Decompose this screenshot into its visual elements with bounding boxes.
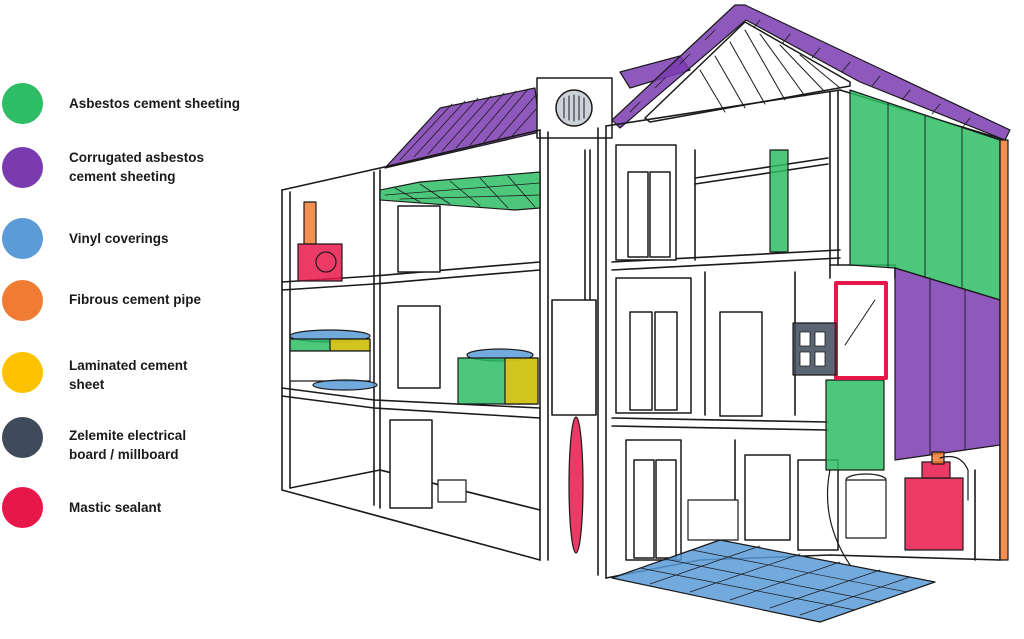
fibrous-pipe-left — [303, 201, 317, 245]
legend-item-mastic-sealant: Mastic sealant — [0, 487, 270, 547]
counter-cabinets-left — [289, 350, 371, 382]
legend-label: Fibrous cement pipe — [69, 292, 202, 307]
wall-panels-purple — [894, 267, 1001, 461]
legend-swatch-orange — [2, 280, 43, 321]
legend-swatch-blue — [2, 218, 43, 259]
wall-cladding-seams — [887, 102, 963, 291]
ceiling-grid-lines — [384, 175, 541, 209]
wall-cladding-green-lower — [825, 379, 885, 471]
vent-fan-slats — [563, 94, 585, 122]
heater-fan-icon — [315, 251, 337, 273]
legend-label: Zelemite electrical board / millboard — [69, 428, 187, 462]
legend-swatch-slate — [2, 417, 43, 458]
legend-label: Asbestos cement sheeting — [69, 96, 241, 111]
boiler-flue-pipe — [939, 455, 969, 501]
counter-yellow-left — [329, 338, 371, 352]
legend-item-laminated-cement-sheet: Laminated cement sheet — [0, 352, 270, 412]
legend-swatch-yellow — [2, 352, 43, 393]
legend-label: Mastic sealant — [69, 500, 162, 515]
heater-box-mastic — [297, 243, 343, 282]
legend-item-asbestos-cement-sheeting: Asbestos cement sheeting — [0, 83, 270, 143]
hose-pipe — [826, 469, 851, 566]
legend: Asbestos cement sheeting Corrugated asbe… — [0, 0, 270, 639]
boiler-tank-mastic — [904, 477, 964, 551]
mastic-seal-strip — [568, 416, 584, 554]
legend-item-corrugated-asbestos: Corrugated asbestos cement sheeting — [0, 147, 270, 207]
radiator-right — [687, 499, 739, 541]
legend-label: Corrugated asbestos cement sheeting — [69, 150, 205, 184]
window-mastic-sealant — [834, 281, 888, 380]
purple-panel-seams — [929, 277, 966, 456]
fibrous-cement-downpipe — [999, 139, 1009, 561]
radiator-left — [437, 479, 467, 503]
roof-left-corrugations — [399, 88, 538, 161]
gable-rafters — [699, 29, 841, 113]
boiler-pipe-orange — [931, 451, 945, 465]
ceiling-tiles-green — [379, 171, 541, 211]
green-pipe-upper — [769, 149, 789, 253]
bath-yellow — [504, 357, 539, 405]
legend-swatch-red — [2, 487, 43, 528]
legend-swatch-green — [2, 83, 43, 124]
floor-tile-grid — [639, 545, 911, 616]
legend-item-fibrous-cement-pipe: Fibrous cement pipe — [0, 280, 270, 340]
water-tank — [845, 479, 887, 539]
legend-item-zelemite-board: Zelemite electrical board / millboard — [0, 417, 270, 477]
window-glass-line — [844, 299, 876, 346]
doors — [389, 144, 839, 561]
electrical-board — [792, 322, 837, 376]
legend-label: Laminated cement sheet — [69, 358, 188, 392]
house-outline — [281, 4, 1011, 623]
legend-item-vinyl-coverings: Vinyl coverings — [0, 218, 270, 278]
legend-swatch-purple — [2, 147, 43, 188]
vinyl-floor-left — [312, 379, 378, 391]
electrical-switches — [799, 331, 826, 367]
legend-label: Vinyl coverings — [69, 231, 169, 246]
roof-right-corrugations — [629, 19, 971, 129]
